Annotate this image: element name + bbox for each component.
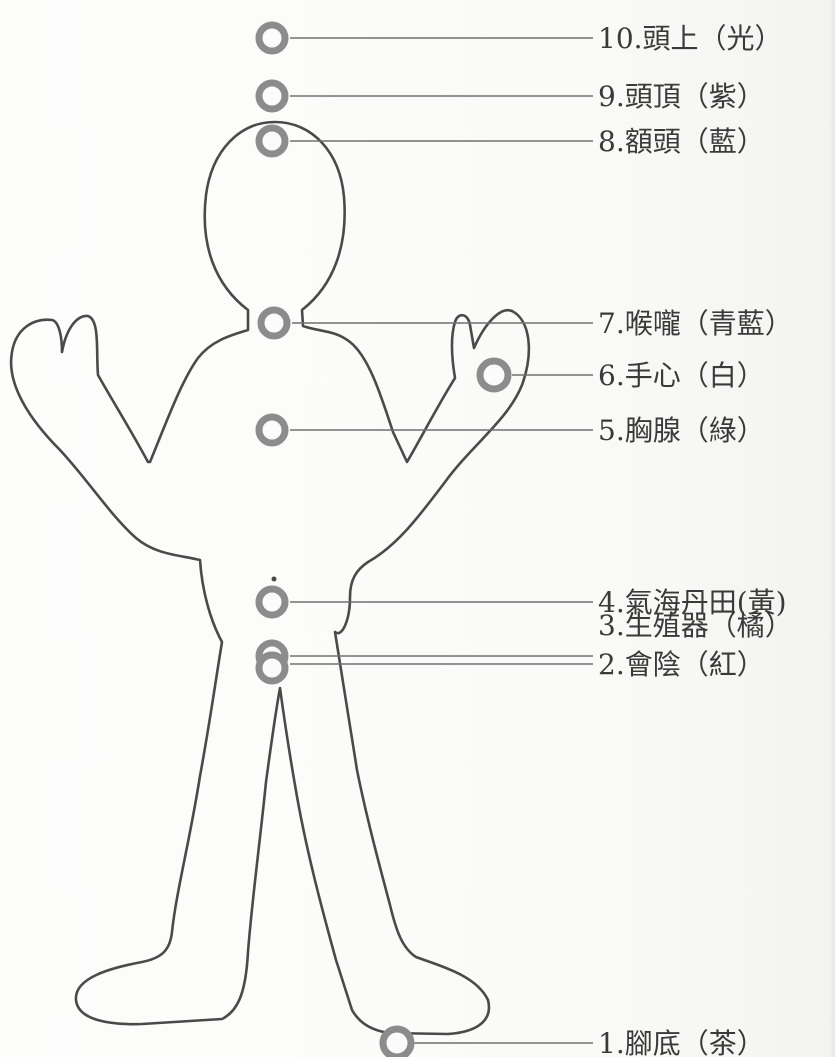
navel-dot <box>271 576 277 582</box>
body-outline <box>9 120 531 1036</box>
label-point-7: 7.喉嚨（青藍） <box>598 307 793 340</box>
marker-10-above-head <box>255 21 289 55</box>
marker-1-sole <box>379 1025 415 1057</box>
label-point-5: 5.胸腺（綠） <box>598 414 765 447</box>
marker-9-crown <box>255 79 289 113</box>
label-point-9: 9.頭頂（紫） <box>598 80 765 113</box>
marker-2-perineum <box>255 651 289 685</box>
marker-4-dantian <box>255 585 289 619</box>
label-point-4: 4.氣海丹田(黃) <box>598 586 787 619</box>
label-point-1: 1.腳底（茶） <box>598 1027 765 1057</box>
marker-8-forehead <box>255 124 289 158</box>
marker-6-palm <box>476 357 512 393</box>
label-point-2: 2.會陰（紅） <box>598 648 765 681</box>
marker-7-throat <box>257 306 291 340</box>
point-markers <box>255 21 512 1057</box>
label-point-8: 8.額頭（藍） <box>598 125 765 158</box>
label-point-6: 6.手心（白） <box>598 359 765 392</box>
marker-5-thymus <box>255 413 289 447</box>
page-edge-shadow <box>829 0 835 1057</box>
label-point-3: 3.生殖器（橘） <box>598 609 793 642</box>
label-point-10: 10.頭上（光） <box>598 22 783 55</box>
leader-lines <box>290 37 593 1044</box>
